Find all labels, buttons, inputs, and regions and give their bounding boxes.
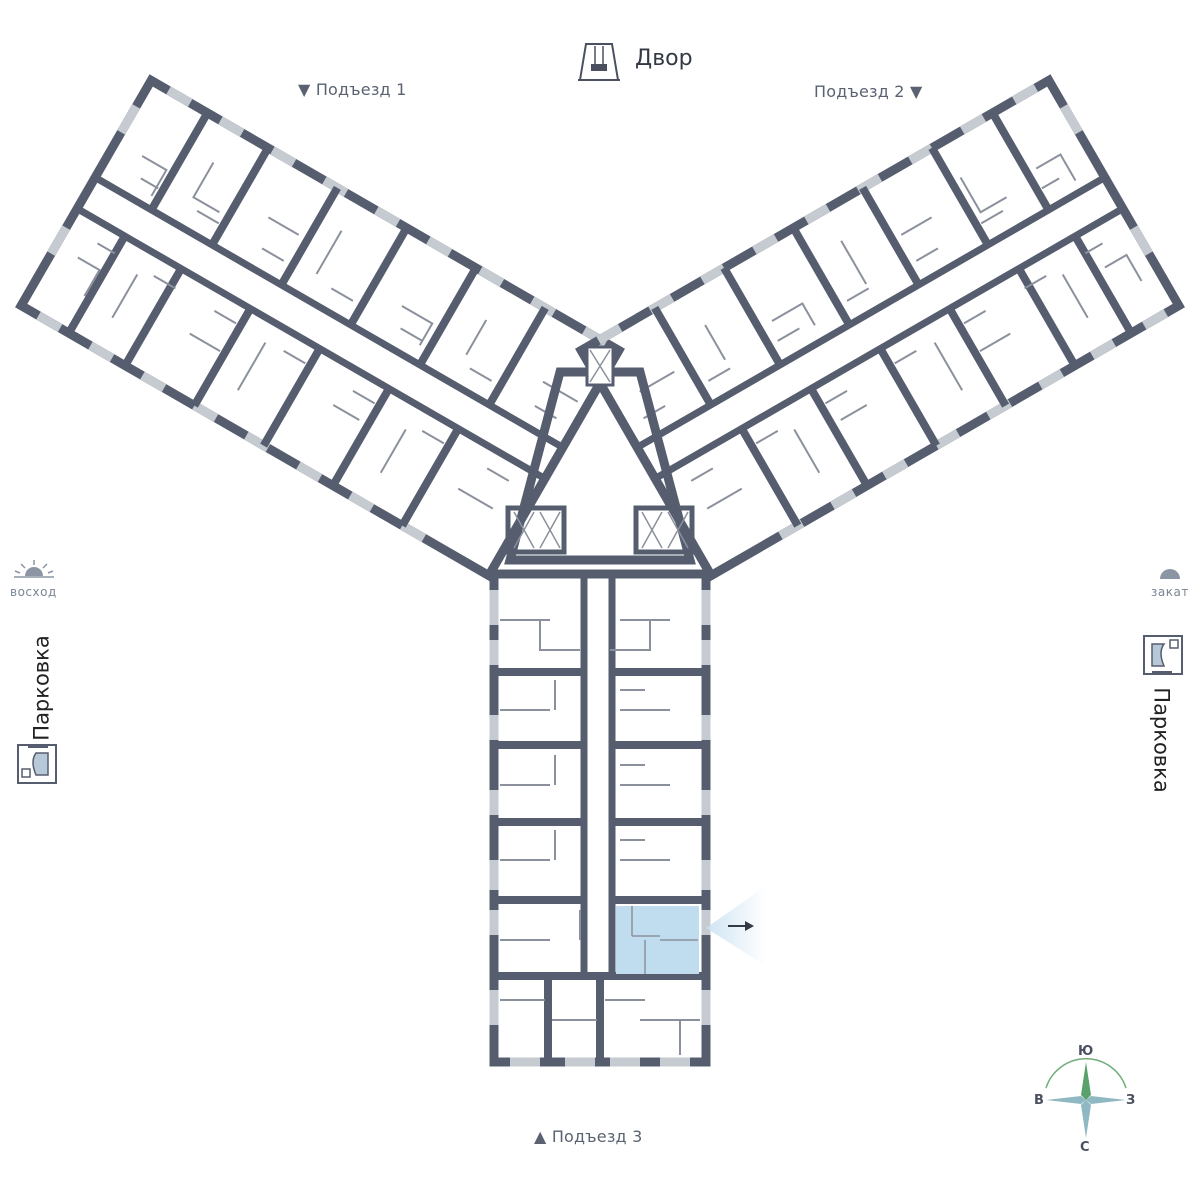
compass-rose bbox=[1045, 1058, 1127, 1138]
sunrise-icon bbox=[14, 560, 54, 578]
sunset-label: закат bbox=[1151, 585, 1189, 599]
central-hub bbox=[504, 345, 696, 565]
arrow-up-icon: ▲ bbox=[534, 1127, 547, 1146]
compass-south-label: С bbox=[1080, 1140, 1090, 1155]
wing-south bbox=[489, 569, 711, 1067]
entrance-1-label[interactable]: ▼ Подъезд 1 bbox=[298, 80, 406, 99]
entrance-2-label[interactable]: Подъезд 2 ▼ bbox=[814, 82, 922, 101]
compass-east-label: З bbox=[1126, 1093, 1136, 1108]
parking-left-label: Парковка bbox=[29, 635, 54, 741]
sunset-icon bbox=[1160, 569, 1180, 579]
yard-label: Двор bbox=[635, 46, 693, 71]
entrance-3-label[interactable]: ▲ Подъезд 3 bbox=[534, 1127, 642, 1146]
wing-ne bbox=[575, 74, 1185, 582]
entrance-2-text: Подъезд 2 bbox=[814, 82, 905, 101]
arrow-down-icon: ▼ bbox=[909, 82, 923, 101]
selected-unit-partitions bbox=[631, 906, 698, 974]
wing-nw bbox=[15, 74, 625, 582]
entrance-3-text: Подъезд 3 bbox=[551, 1127, 643, 1146]
parking-right-label: Парковка bbox=[1149, 687, 1174, 793]
swing-icon bbox=[578, 43, 620, 81]
view-direction-marker bbox=[706, 886, 766, 966]
arrow-down-icon: ▼ bbox=[298, 80, 311, 99]
compass-north-label: Ю bbox=[1078, 1044, 1094, 1059]
entrance-1-text: Подъезд 1 bbox=[315, 80, 407, 99]
parking-lot-icon bbox=[1143, 635, 1183, 675]
compass-west-label: В bbox=[1034, 1093, 1044, 1108]
parking-lot-icon bbox=[17, 744, 57, 784]
sunrise-label: восход bbox=[10, 585, 57, 599]
